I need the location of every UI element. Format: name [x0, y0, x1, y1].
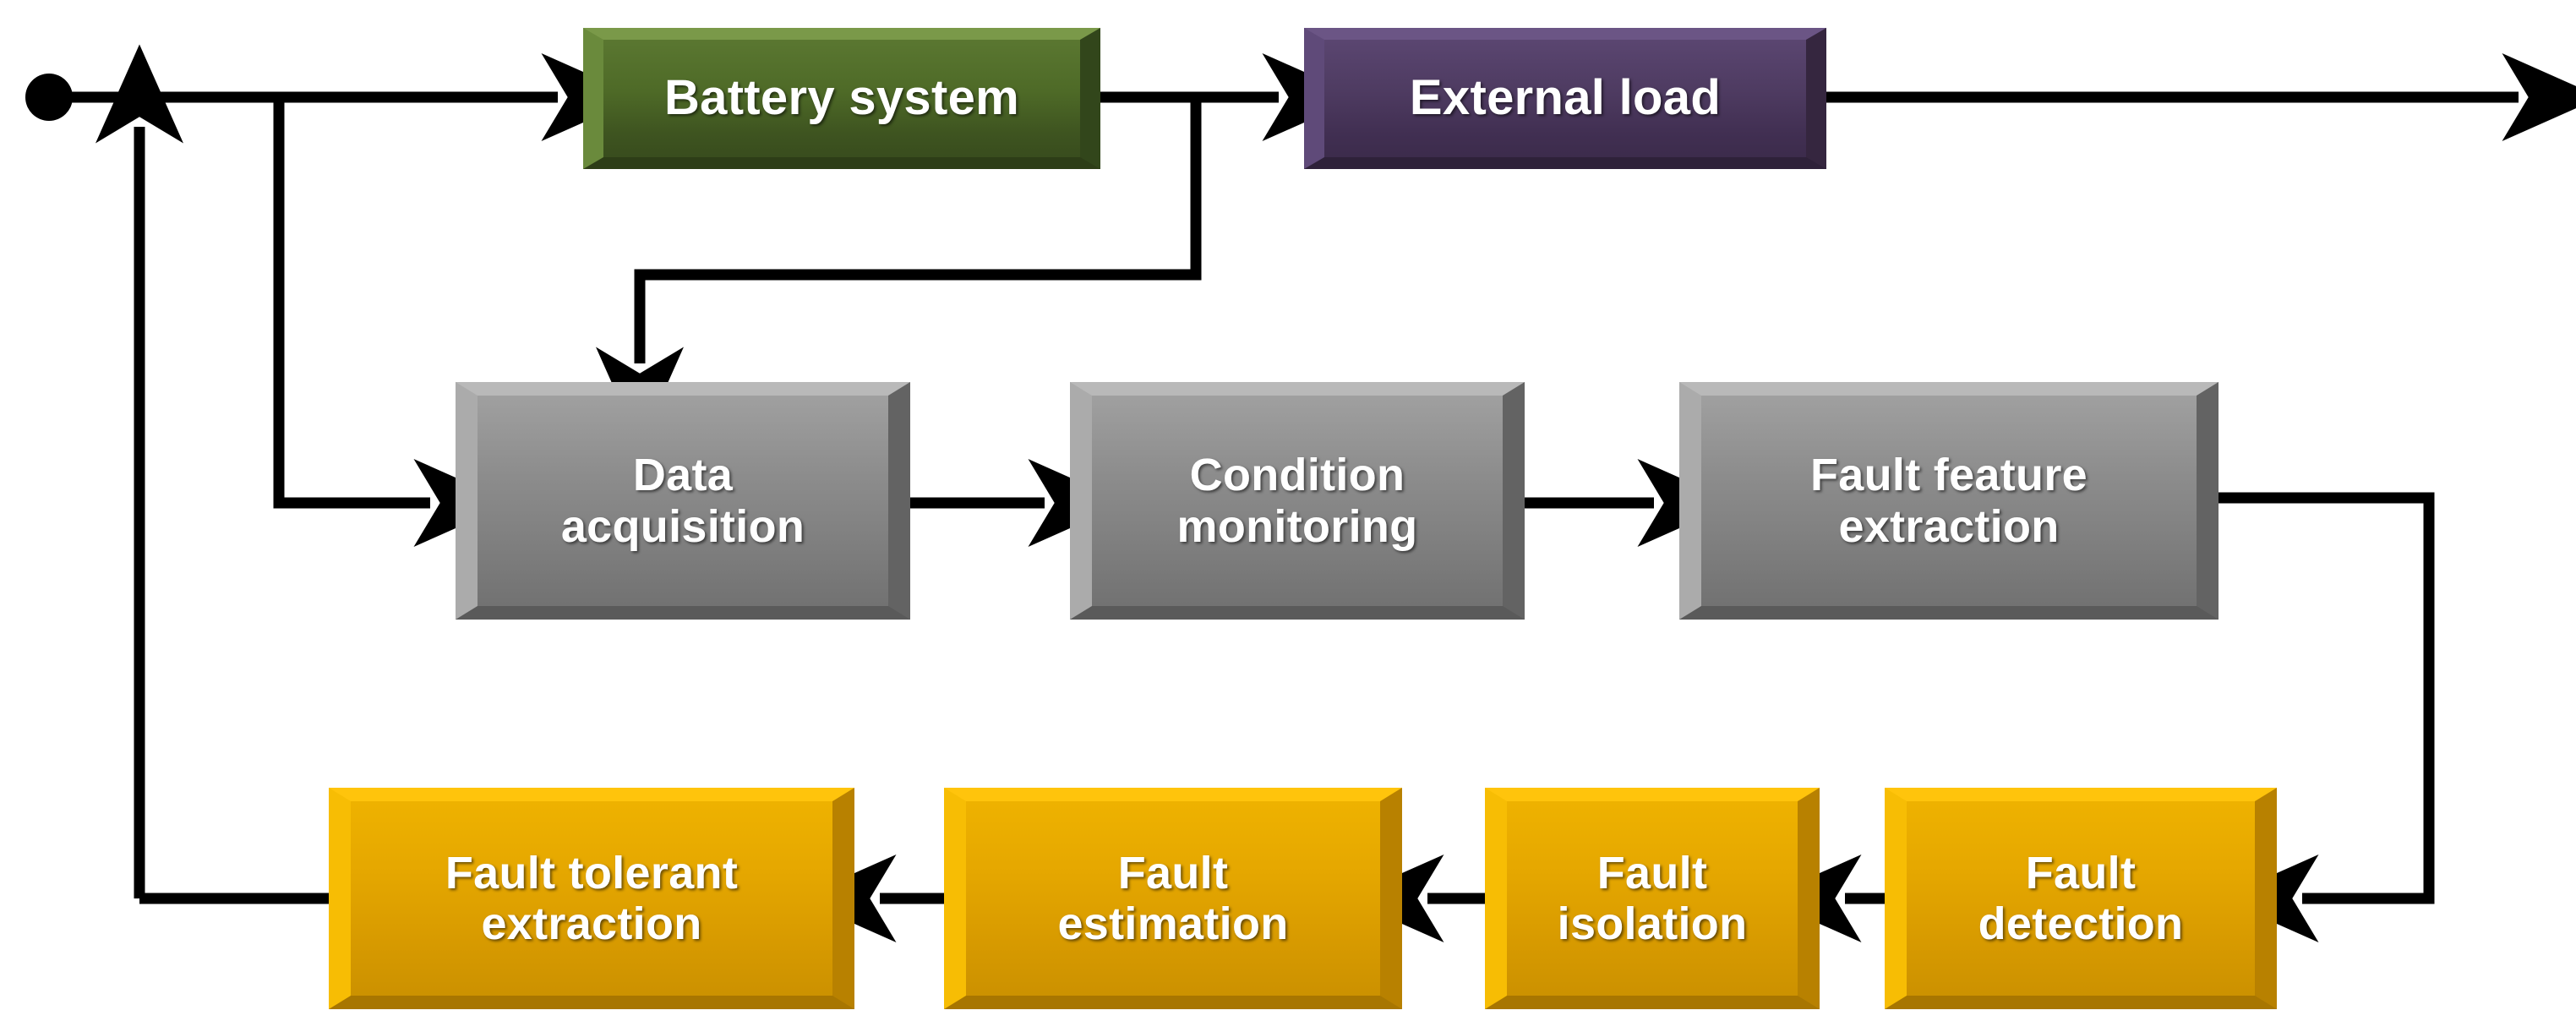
- bevel-fault-estimation: [944, 788, 1402, 1009]
- block-label-fault-feature-extraction: Fault feature extraction: [1810, 450, 2088, 552]
- block-external-load[interactable]: External load: [1304, 28, 1826, 169]
- block-data-acquisition[interactable]: Data acquisition: [456, 382, 910, 620]
- bevel-external-load: [1304, 28, 1826, 169]
- connector-feedback-branch-to-data-acquisition: [273, 102, 513, 547]
- bevel-battery-system: [583, 28, 1100, 169]
- block-label-fault-isolation: Fault isolation: [1557, 847, 1748, 949]
- block-fault-feature-extraction[interactable]: Fault feature extraction: [1679, 382, 2219, 620]
- block-fault-tolerant-extraction[interactable]: Fault tolerant extraction: [329, 788, 854, 1009]
- block-label-condition-monitoring: Condition monitoring: [1176, 450, 1418, 552]
- bevel-fault-tolerant-extraction: [329, 788, 854, 1009]
- block-fault-estimation[interactable]: Fault estimation: [944, 788, 1402, 1009]
- bevel-fault-feature-extraction: [1679, 382, 2219, 620]
- block-label-battery-system: Battery system: [663, 70, 1020, 126]
- block-condition-monitoring[interactable]: Condition monitoring: [1070, 382, 1525, 620]
- block-fault-detection[interactable]: Fault detection: [1885, 788, 2277, 1009]
- block-label-external-load: External load: [1409, 70, 1722, 126]
- block-label-data-acquisition: Data acquisition: [560, 450, 805, 552]
- block-battery-system[interactable]: Battery system: [583, 28, 1100, 169]
- block-label-fault-tolerant-extraction: Fault tolerant extraction: [445, 847, 739, 949]
- connector-fault-feature-extraction-to-fault-detection: [2219, 492, 2435, 942]
- block-fault-isolation[interactable]: Fault isolation: [1485, 788, 1820, 1009]
- block-label-fault-detection: Fault detection: [1978, 847, 2184, 949]
- block-label-fault-estimation: Fault estimation: [1057, 847, 1289, 949]
- connector-battery-tap-to-data-acquisition: [596, 102, 1202, 446]
